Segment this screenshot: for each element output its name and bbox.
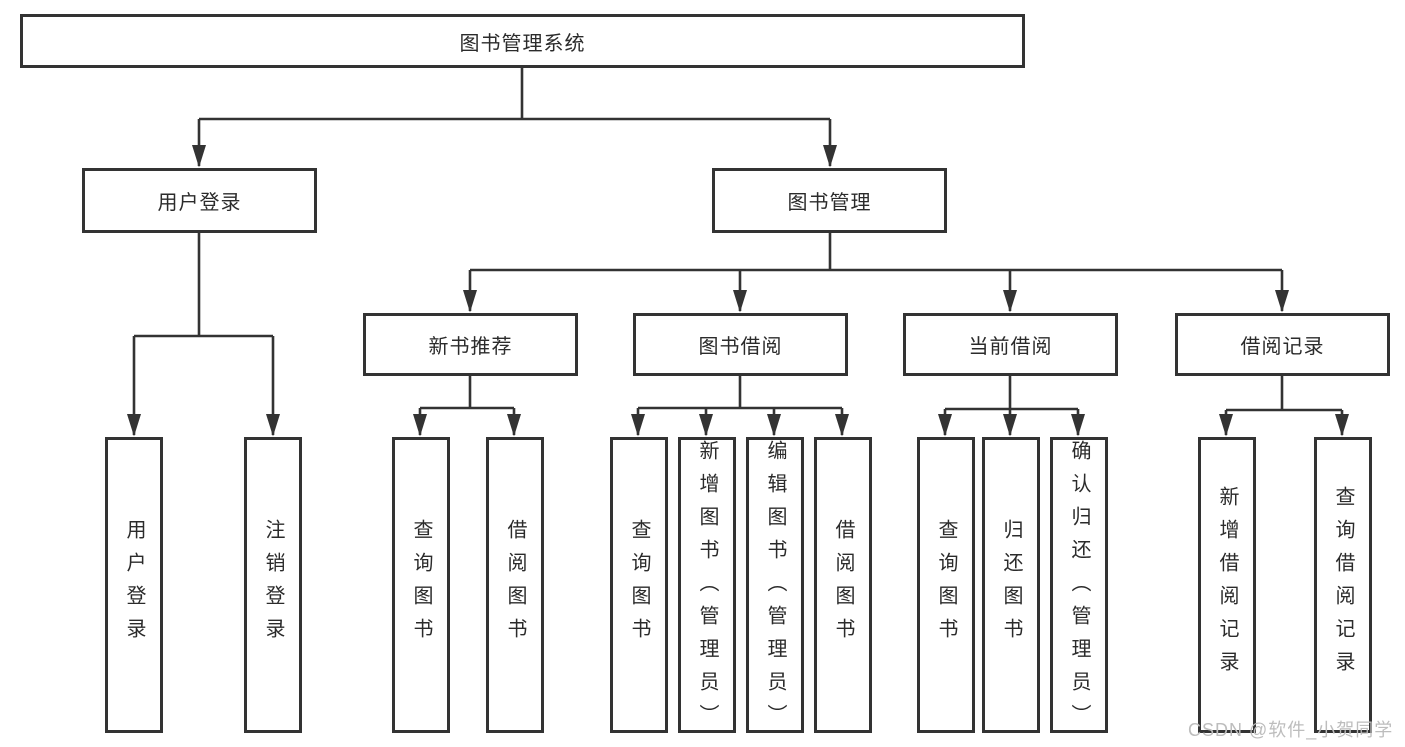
csdn-watermark: CSDN @软件_小贺同学	[1188, 720, 1394, 740]
leaf-cur-query-book: 查询图书	[917, 437, 975, 733]
leaf-add-book-admin: 新增图书（管理员）	[678, 437, 736, 737]
leaf-user-login-label: 用户登录	[123, 519, 145, 651]
leaf-rec-borrow-book: 借阅图书	[486, 437, 544, 733]
leaf-query-borrow-record: 查询借阅记录	[1314, 437, 1372, 733]
node-new-book-recommend: 新书推荐	[363, 313, 578, 376]
leaf-query-borrow-record-label: 查询借阅记录	[1332, 486, 1354, 684]
leaf-confirm-return-admin: 确认归还（管理员）	[1050, 437, 1108, 737]
node-borrow-record: 借阅记录	[1175, 313, 1390, 376]
node-user-login: 用户登录	[82, 168, 317, 233]
leaf-rec-query-book-label: 查询图书	[410, 519, 432, 651]
leaf-return-book-label: 归还图书	[1000, 519, 1022, 651]
node-current-borrow: 当前借阅	[903, 313, 1118, 376]
leaf-edit-book-admin: 编辑图书（管理员）	[746, 437, 804, 737]
leaf-logout-label: 注销登录	[262, 519, 284, 651]
node-book-management: 图书管理	[712, 168, 947, 233]
leaf-cur-query-book-label: 查询图书	[935, 519, 957, 651]
leaf-return-book: 归还图书	[982, 437, 1040, 733]
leaf-borrow-query-book-label: 查询图书	[628, 519, 650, 651]
leaf-user-login: 用户登录	[105, 437, 163, 733]
leaf-add-borrow-record: 新增借阅记录	[1198, 437, 1256, 733]
leaf-rec-borrow-book-label: 借阅图书	[504, 519, 526, 651]
leaf-edit-book-admin-label: 编辑图书（管理员）	[764, 440, 786, 737]
node-book-borrow: 图书借阅	[633, 313, 848, 376]
leaf-logout: 注销登录	[244, 437, 302, 733]
leaf-rec-query-book: 查询图书	[392, 437, 450, 733]
leaf-borrow-query-book: 查询图书	[610, 437, 668, 733]
leaf-add-book-admin-label: 新增图书（管理员）	[696, 440, 718, 737]
leaf-borrow-borrow-book: 借阅图书	[814, 437, 872, 733]
leaf-add-borrow-record-label: 新增借阅记录	[1216, 486, 1238, 684]
node-library-management-system: 图书管理系统	[20, 14, 1025, 68]
leaf-confirm-return-admin-label: 确认归还（管理员）	[1068, 440, 1090, 737]
leaf-borrow-borrow-book-label: 借阅图书	[832, 519, 854, 651]
